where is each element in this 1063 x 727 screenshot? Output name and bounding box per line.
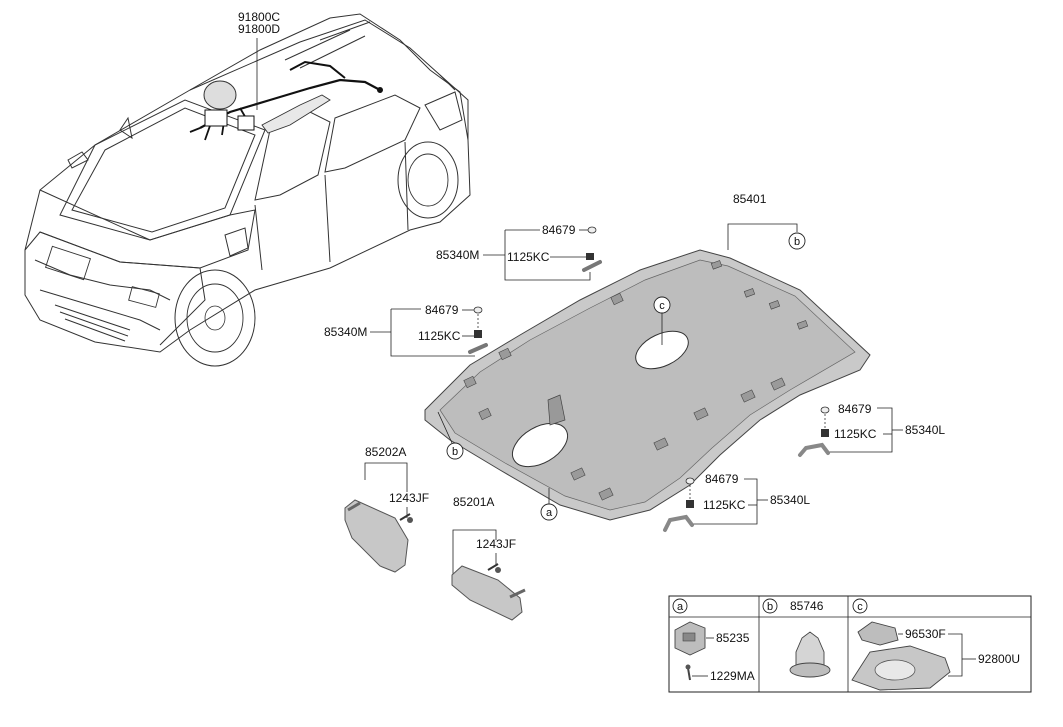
svg-text:b: b <box>794 236 800 248</box>
roof-wiring-harness <box>189 60 383 141</box>
label-grip-fl-assy: 85340L <box>770 493 810 507</box>
sun-visor-left: 85202A 1243JF <box>344 445 429 573</box>
legend-table: a b 85746 c 85235 1229MA 96530F 92800U <box>668 595 1032 693</box>
label-visor-rh-screw: 1243JF <box>476 537 516 551</box>
vehicle-illustration <box>24 13 471 367</box>
grip-handle-front-right: 84679 1125KC 85340L <box>798 402 945 457</box>
label-grip-r-screw: 1125KC <box>507 250 550 264</box>
label-grip-fr-assy: 85340L <box>905 423 945 437</box>
callout-c-top: c <box>653 296 671 314</box>
callout-b: b <box>446 442 464 460</box>
svg-text:c: c <box>659 300 665 312</box>
label-harness-d: 91800D <box>238 22 280 36</box>
label-grip-rl-assy: 85340M <box>324 325 367 339</box>
label-visor-lh: 85202A <box>365 445 406 459</box>
svg-text:b: b <box>767 601 773 613</box>
label-grip-fl-pad: 84679 <box>705 472 739 486</box>
legend-c-part2: 92800U <box>978 652 1020 666</box>
svg-text:a: a <box>546 507 553 519</box>
callout-a: a <box>540 503 558 521</box>
grip-handle-rear-upper: 84679 1125KC 85340M <box>436 223 602 281</box>
label-grip-rl-pad: 84679 <box>425 303 459 317</box>
callout-b-top: b <box>788 232 806 250</box>
legend-c-part1: 96530F <box>905 627 946 641</box>
grip-handle-front-left: 84679 1125KC 85340L <box>663 472 810 532</box>
label-headliner: 85401 <box>733 192 767 206</box>
label-grip-fr-screw: 1125KC <box>834 427 877 441</box>
svg-text:c: c <box>857 601 863 613</box>
legend-a-part1: 85235 <box>716 631 750 645</box>
label-grip-rl-screw: 1125KC <box>418 329 461 343</box>
label-grip-r-pad: 84679 <box>542 223 576 237</box>
label-harness-c: 91800C <box>238 10 280 24</box>
legend-a-part2: 1229MA <box>710 669 755 683</box>
label-visor-rh: 85201A <box>453 495 494 509</box>
label-grip-r-assy: 85340M <box>436 248 479 262</box>
legend-header-a: a <box>672 598 688 614</box>
headliner-panel <box>424 249 871 521</box>
svg-text:b: b <box>452 446 458 458</box>
legend-header-b: b <box>762 598 778 614</box>
legend-b-part: 85746 <box>790 599 824 613</box>
label-grip-fr-pad: 84679 <box>838 402 872 416</box>
label-grip-fl-screw: 1125KC <box>703 498 746 512</box>
legend-header-c: c <box>852 598 868 614</box>
sun-visor-right: 85201A 1243JF <box>451 495 526 621</box>
grip-handle-rear-left: 84679 1125KC 85340M <box>324 303 488 357</box>
label-visor-lh-screw: 1243JF <box>389 491 429 505</box>
svg-text:a: a <box>677 601 684 613</box>
